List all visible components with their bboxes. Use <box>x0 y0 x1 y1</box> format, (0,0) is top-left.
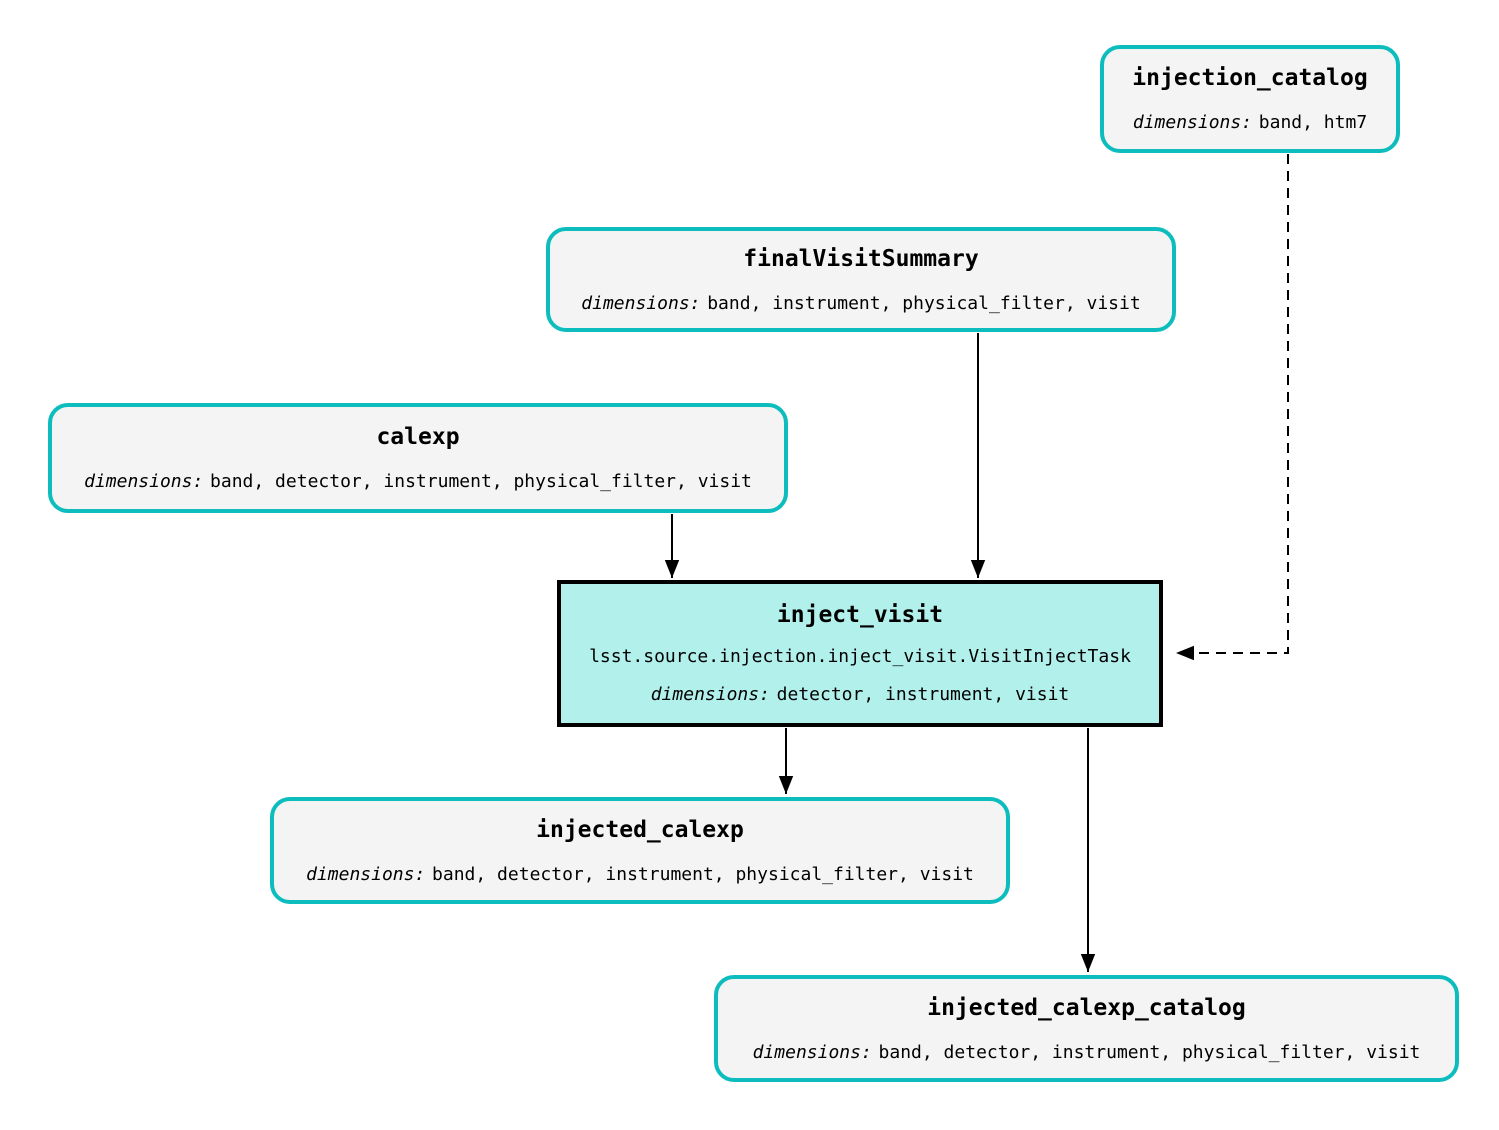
node-title: inject_visit <box>776 602 944 628</box>
dimensions-label: dimensions: <box>1132 112 1253 133</box>
node-dimensions: dimensions: band, instrument, physical_fi… <box>581 293 1140 314</box>
node-injected-calexp: injected_calexp dimensions: band, detecto… <box>270 797 1010 904</box>
node-injection-catalog: injection_catalog dimensions:band, htm7 <box>1100 45 1400 153</box>
node-injected-calexp-catalog: injected_calexp_catalog dimensions: band,… <box>714 975 1459 1082</box>
task-class-path: lsst.source.injection.inject_visit.Visit… <box>589 646 1131 667</box>
node-title: injected_calexp <box>536 816 744 843</box>
node-dimensions: dimensions: detector, instrument, visit <box>651 684 1070 705</box>
node-title: calexp <box>376 424 460 450</box>
edge-injection-catalog-to-inject-visit <box>1176 154 1289 661</box>
node-dimensions: dimensions: band, detector, instrument, p… <box>84 471 752 492</box>
dimensions-value: band, detector, instrument, physical_fil… <box>878 1041 1421 1063</box>
node-title: injection_catalog <box>1132 65 1368 91</box>
dimensions-value: band, detector, instrument, physical_fil… <box>210 471 752 492</box>
dimensions-value: band, instrument, physical_filter, visit <box>707 292 1141 314</box>
node-dimensions: dimensions:band, htm7 <box>1133 112 1367 133</box>
dimensions-label: dimensions: <box>581 292 701 314</box>
dimensions-value: band, htm7 <box>1258 112 1368 133</box>
node-calexp: calexp dimensions: band, detector, instru… <box>48 403 788 513</box>
dimensions-label: dimensions: <box>752 1041 872 1063</box>
dimensions-label: dimensions: <box>84 471 204 492</box>
dimensions-value: band, detector, instrument, physical_fil… <box>432 863 974 885</box>
node-dimensions: dimensions: band, detector, instrument, p… <box>306 864 974 885</box>
node-inject-visit-task: inject_visit lsst.source.injection.injec… <box>557 580 1163 727</box>
node-title: injected_calexp_catalog <box>927 994 1246 1021</box>
node-title: finalVisitSummary <box>743 245 979 272</box>
dimensions-label: dimensions: <box>306 863 426 885</box>
node-finalvisitsummary: finalVisitSummary dimensions: band, instr… <box>546 227 1176 332</box>
dimensions-value: detector, instrument, visit <box>776 684 1070 705</box>
dimensions-label: dimensions: <box>650 684 770 705</box>
node-dimensions: dimensions: band, detector, instrument, p… <box>753 1042 1421 1063</box>
